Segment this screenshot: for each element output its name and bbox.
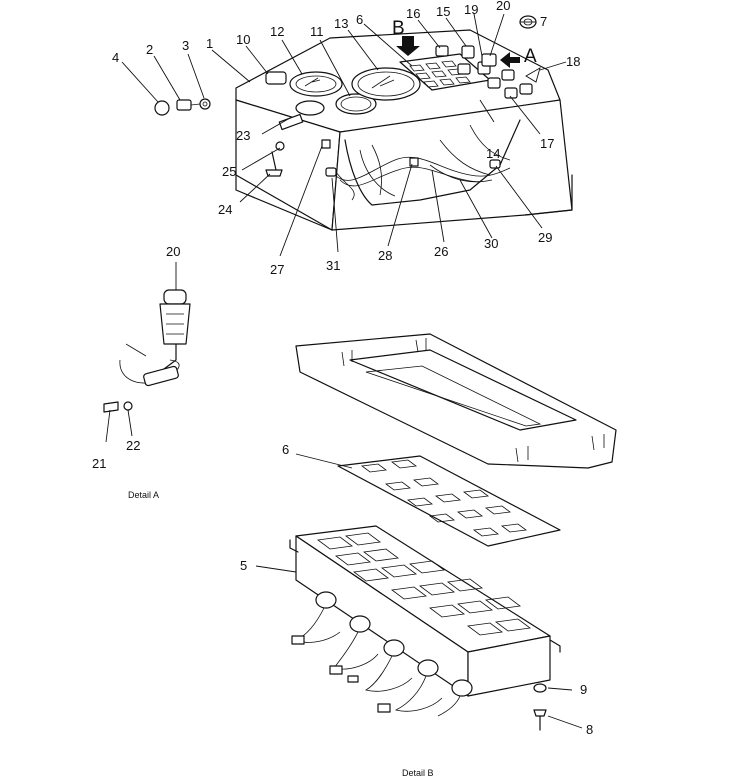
callout-25: 25 — [222, 164, 236, 179]
callout-31: 31 — [326, 258, 340, 273]
screw-8 — [533, 709, 547, 717]
callout-30: 30 — [484, 236, 498, 251]
caption-detail-b: Detail B — [402, 768, 434, 778]
caption-detail-a: Detail A — [128, 490, 159, 500]
callout-10: 10 — [236, 32, 250, 47]
panel-inner-cavity — [344, 119, 521, 206]
view-letter-b: B — [392, 18, 405, 39]
washer-3 — [199, 98, 211, 110]
detail-b-illustration — [255, 333, 617, 731]
callout-numbers: 4 2 3 1 10 12 11 13 6 B 16 15 19 20 7 A … — [92, 0, 593, 737]
callout-20-top: 20 — [496, 0, 510, 13]
callout-13: 13 — [334, 16, 348, 31]
callout-3: 3 — [182, 38, 189, 53]
callout-8: 8 — [586, 722, 593, 737]
unit-10 — [265, 71, 287, 85]
callout-6-top: 6 — [356, 12, 363, 27]
arrow-a — [500, 52, 520, 68]
callout-22: 22 — [126, 438, 140, 453]
gauge-23 — [295, 100, 325, 116]
instrument-panel-assembly — [154, 15, 573, 231]
pilot-lamps — [435, 45, 533, 99]
panel-housing-edge — [235, 174, 333, 231]
cap-4 — [154, 100, 170, 116]
leader-lines — [121, 13, 567, 257]
frame-cover — [295, 333, 617, 469]
washer-22 — [123, 401, 133, 411]
callout-15: 15 — [436, 4, 450, 19]
callout-12: 12 — [270, 24, 284, 39]
callout-9: 9 — [580, 682, 587, 697]
callout-18: 18 — [566, 54, 580, 69]
callout-28: 28 — [378, 248, 392, 263]
callout-11: 11 — [310, 24, 324, 39]
detail-a-illustration — [103, 262, 191, 443]
callout-1: 1 — [206, 36, 213, 51]
knob-20-cap — [163, 289, 187, 305]
washer-25 — [275, 141, 285, 151]
clip-27 — [321, 139, 331, 149]
callout-27: 27 — [270, 262, 284, 277]
callout-29: 29 — [538, 230, 552, 245]
callout-16: 16 — [406, 6, 420, 21]
callout-21: 21 — [92, 456, 106, 471]
callout-20-detail: 20 — [166, 244, 180, 259]
connector-31 — [325, 167, 337, 177]
bolt-2 — [176, 99, 192, 111]
callout-4: 4 — [112, 50, 119, 65]
callout-24: 24 — [218, 202, 232, 217]
callout-6-detail: 6 — [282, 442, 289, 457]
callout-17: 17 — [540, 136, 554, 151]
gauge-13 — [351, 67, 421, 101]
callout-5: 5 — [240, 558, 247, 573]
callout-19: 19 — [464, 2, 478, 17]
housing-cells — [316, 532, 532, 636]
switch-keys — [360, 459, 528, 537]
callout-7: 7 — [540, 14, 547, 29]
switch-wires — [291, 591, 473, 717]
callout-2: 2 — [146, 42, 153, 57]
washer-9 — [533, 683, 547, 693]
callout-23: 23 — [236, 128, 250, 143]
connector-28 — [409, 157, 419, 167]
bolt-24 — [265, 151, 283, 177]
screw-21 — [103, 401, 119, 413]
callout-14: 14 — [486, 146, 500, 161]
connector-29 — [489, 159, 501, 169]
callout-26: 26 — [434, 244, 448, 259]
view-letter-a: A — [524, 46, 537, 67]
arrow-b — [396, 36, 420, 56]
